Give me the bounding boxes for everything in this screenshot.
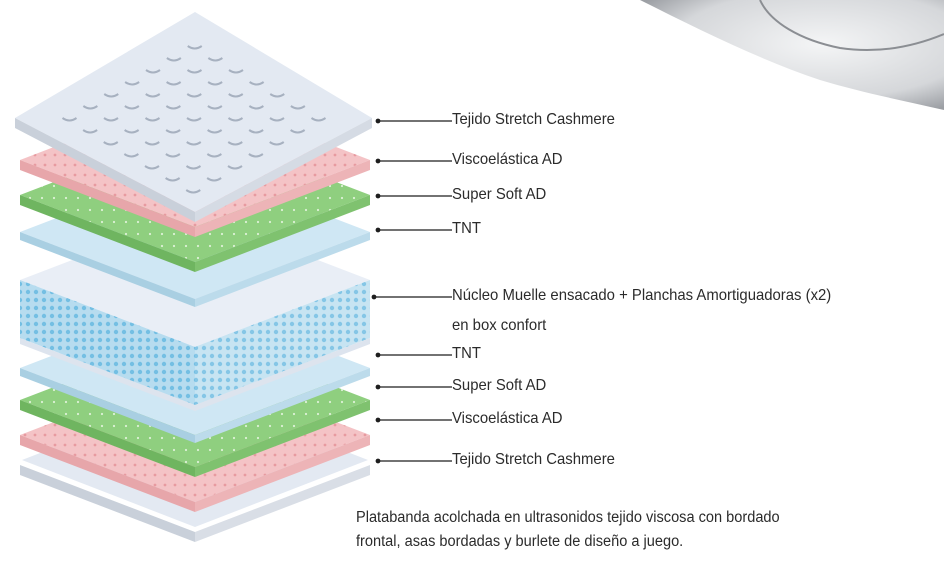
quilt-stitch — [165, 177, 181, 182]
quilt-stitch — [186, 69, 203, 74]
quilt-stitch — [290, 129, 306, 134]
quilt-stitch — [166, 81, 182, 86]
quilt-stitch — [165, 105, 181, 110]
quilt-stitch — [206, 177, 222, 182]
quilt-stitch — [185, 189, 201, 194]
quilt-stitch — [82, 129, 98, 134]
quilt-stitch — [207, 105, 223, 110]
quilt-stitch — [124, 105, 140, 110]
pointer-lines — [371, 118, 452, 464]
footnote-line-2: frontal, asas bordadas y burlete de dise… — [356, 533, 684, 550]
quilt-stitch — [310, 117, 327, 122]
label-top-tnt: TNT — [452, 220, 481, 237]
quilt-stitch — [145, 93, 161, 98]
quilt-stitch — [186, 117, 202, 122]
quilt-stitch — [269, 141, 285, 146]
quilt-stitch — [207, 57, 223, 62]
quilt-stitch — [290, 105, 306, 110]
quilt-stitch — [249, 81, 265, 86]
quilt-stitch — [227, 117, 244, 122]
quilt-stitch — [124, 129, 140, 134]
footnote-line-1: Platabanda acolchada en ultrasonidos tej… — [356, 509, 780, 526]
quilt-stitch — [82, 105, 98, 110]
quilt-stitch — [269, 117, 285, 122]
quilt-stitch — [187, 45, 203, 50]
label-bottom-tnt: TNT — [452, 345, 481, 362]
quilt-stitch — [166, 57, 182, 62]
quilt-stitch — [165, 129, 181, 134]
quilt-stitch — [248, 105, 264, 110]
quilt-stitch — [144, 165, 160, 170]
label-bottom-memory: Viscoelástica AD — [452, 410, 563, 427]
quilt-stitch — [185, 165, 202, 170]
footnote: Platabanda acolchada en ultrasonidos tej… — [356, 506, 901, 554]
quilt-stitch — [207, 129, 223, 134]
label-bottom-supersoft: Super Soft AD — [452, 377, 547, 394]
quilt-stitch — [269, 93, 285, 98]
quilt-stitch — [124, 81, 140, 86]
label-top-memory: Viscoelástica AD — [452, 151, 563, 168]
pillow-corner-image — [640, 0, 944, 110]
top-cover-layer — [15, 12, 372, 222]
label-top-supersoft: Super Soft AD — [452, 186, 547, 203]
label-core: Núcleo Muelle ensacado + Planchas Amorti… — [452, 287, 832, 304]
quilt-stitch — [186, 141, 202, 146]
quilt-stitch — [61, 117, 78, 122]
quilt-stitch — [144, 117, 161, 122]
quilt-stitch — [227, 141, 243, 146]
quilt-stitch — [103, 93, 119, 98]
quilt-stitch — [206, 153, 222, 158]
quilt-stitch — [228, 69, 244, 74]
quilt-stitch — [144, 141, 160, 146]
quilt-stitch — [123, 153, 139, 158]
quilt-stitch — [207, 81, 223, 86]
quilt-stitch — [186, 93, 202, 98]
quilt-stitch — [145, 69, 161, 74]
quilt-stitch — [228, 93, 244, 98]
label-bottom-cover: Tejido Stretch Cashmere — [452, 451, 615, 468]
quilt-stitch — [103, 141, 119, 146]
quilt-stitch — [227, 165, 243, 170]
label-core-line2: en box confort — [452, 317, 547, 334]
quilt-pattern — [61, 45, 327, 194]
quilt-stitch — [248, 153, 264, 158]
quilt-stitch — [103, 117, 119, 122]
quilt-stitch — [248, 129, 264, 134]
quilt-stitch — [165, 153, 181, 158]
label-top-cover: Tejido Stretch Cashmere — [452, 111, 615, 128]
